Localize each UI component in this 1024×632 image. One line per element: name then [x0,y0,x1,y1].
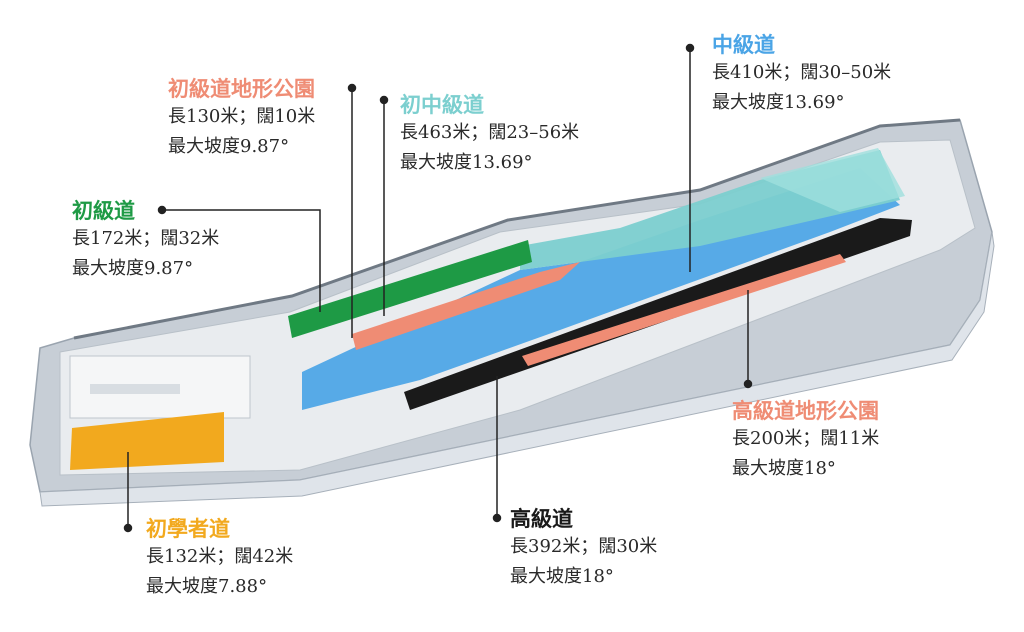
leader-dot-chuji-terrain [347,83,357,93]
label-slope-chuxue: 最大坡度7.88° [146,576,268,597]
label-title-gaoji: 高級道 [510,507,573,531]
leader-line-chuji [162,209,321,312]
label-chuji-terrain: 初級道地形公園 長130米；闊10米 最大坡度9.87° [168,76,315,162]
leader-dot-gaoji [492,513,502,523]
trail-area-chuji [288,240,532,338]
label-dims-gaoji: 長392米；闊30米 [510,536,658,557]
leader-dot-zhongji [685,43,695,53]
label-title-chuzhong: 初中級道 [400,93,484,117]
trail-area-chuzhong-upper [760,148,905,212]
label-title-gaoji-terrain: 高級道地形公園 [732,399,879,423]
label-slope-gaoji: 最大坡度18° [510,566,614,587]
label-chuji: 初級道 長172米；闊32米 最大坡度9.87° [72,198,219,284]
trail-area-chuxue [70,412,224,470]
label-dims-gaoji-terrain: 長200米；闊11米 [732,428,880,449]
label-title-chuxue: 初學者道 [146,517,230,541]
building-side-wall [39,231,995,507]
label-dims-chuji: 長172米；闊32米 [72,228,220,249]
leader-dot-gaoji-terrain [743,379,753,389]
leader-dot-chuxue [123,523,133,533]
trail-area-chuji-terrain [352,262,580,350]
lobby-divider [90,384,180,394]
trail-area-gaoji-terrain [522,254,846,366]
leader-dot-chuzhong [379,95,389,105]
label-slope-gaoji-terrain: 最大坡度18° [732,458,836,479]
label-slope-chuji: 最大坡度9.87° [72,258,194,279]
label-slope-chuji-terrain: 最大坡度9.87° [168,136,290,157]
label-gaoji: 高級道 長392米；闊30米 最大坡度18° [510,506,657,592]
label-title-chuji-terrain: 初級道地形公園 [168,77,315,101]
label-slope-zhongji: 最大坡度13.69° [712,92,845,113]
label-dims-chuzhong: 長463米；闊23–56米 [400,122,580,143]
building-roof-rim [73,118,961,340]
label-zhongji: 中級道 長410米；闊30–50米 最大坡度13.69° [712,32,891,118]
label-chuzhong: 初中級道 長463米；闊23–56米 最大坡度13.69° [400,92,579,178]
label-dims-chuji-terrain: 長130米；闊10米 [168,106,316,127]
label-gaoji-terrain: 高級道地形公園 長200米；闊11米 最大坡度18° [732,398,879,484]
label-title-zhongji: 中級道 [712,33,775,57]
label-slope-chuzhong: 最大坡度13.69° [400,152,533,173]
leader-dot-chuji [157,205,167,215]
label-chuxue: 初學者道 長132米；闊42米 最大坡度7.88° [146,516,293,602]
label-dims-chuxue: 長132米；闊42米 [146,546,294,567]
label-title-chuji: 初級道 [72,199,135,223]
label-dims-zhongji: 長410米；闊30–50米 [712,62,892,83]
